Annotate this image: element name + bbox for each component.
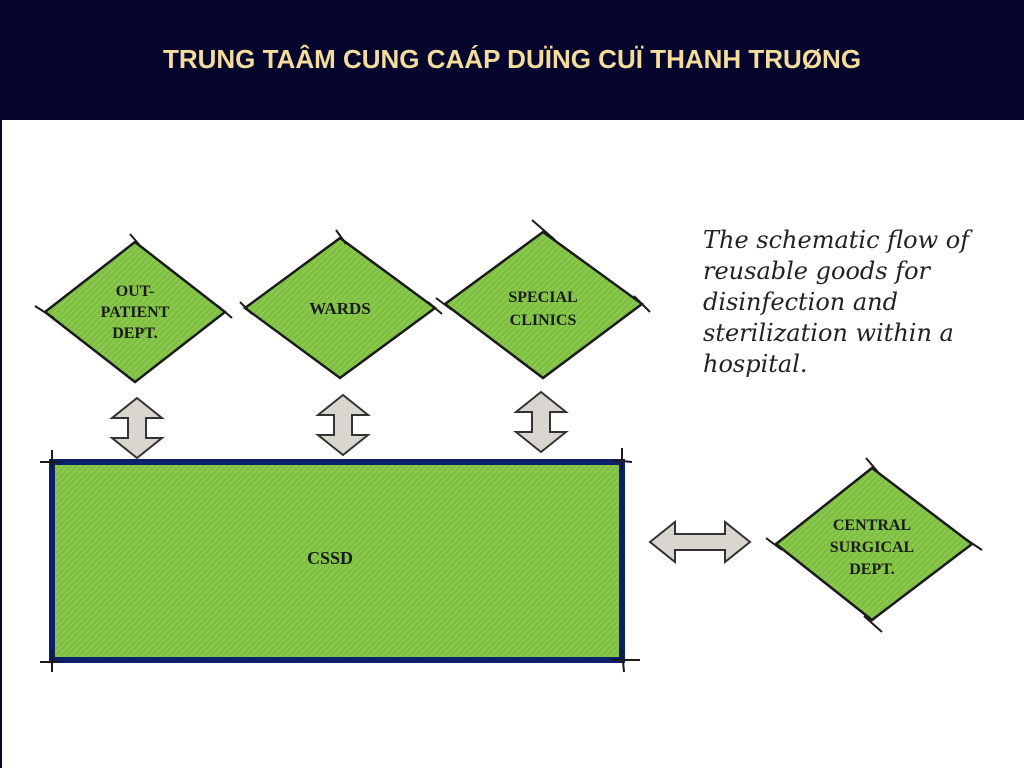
node-label-dept: DEPT. bbox=[849, 561, 894, 578]
double-headed-arrow-icon bbox=[648, 519, 752, 565]
node-special-clinics: SPECIAL CLINICS bbox=[435, 219, 651, 380]
caption-line: The schematic flow of bbox=[703, 226, 970, 254]
node-cssd: CSSD bbox=[40, 448, 640, 673]
node-label-outpatient-2: PATIENT bbox=[101, 304, 170, 321]
caption-line: sterilization within a bbox=[703, 319, 954, 347]
page-title: TRUNG TAÂM CUNG CAÁP DUÏNG CUÏ THANH TRU… bbox=[162, 44, 862, 74]
double-headed-arrow-icon bbox=[513, 390, 569, 454]
node-label-surgical: SURGICAL bbox=[830, 539, 914, 556]
caption-line: reusable goods for bbox=[703, 257, 931, 285]
flow-diagram: OUT- PATIENT DEPT. WARDS SPECIAL CLINICS bbox=[34, 219, 983, 673]
header-bar: TRUNG TAÂM CUNG CAÁP DUÏNG CUÏ THANH TRU… bbox=[0, 0, 1024, 120]
double-headed-arrow-icon bbox=[315, 393, 371, 457]
node-label-outpatient-1: OUT- bbox=[116, 283, 155, 300]
node-label-special: SPECIAL bbox=[508, 289, 577, 306]
caption-line: disinfection and bbox=[703, 288, 898, 316]
node-label-clinics: CLINICS bbox=[510, 312, 577, 329]
left-border bbox=[0, 120, 2, 768]
node-label-outpatient-3: DEPT. bbox=[112, 325, 157, 342]
node-central-surgical-dept: CENTRAL SURGICAL DEPT. bbox=[765, 457, 983, 633]
node-label-central: CENTRAL bbox=[833, 517, 911, 534]
double-headed-arrow-icon bbox=[109, 396, 165, 460]
node-label-cssd: CSSD bbox=[307, 548, 353, 568]
diagram-caption: The schematic flow of reusable goods for… bbox=[703, 225, 1013, 380]
node-wards: WARDS bbox=[239, 229, 443, 380]
node-outpatient-dept: OUT- PATIENT DEPT. bbox=[34, 233, 233, 384]
node-label-wards: WARDS bbox=[309, 299, 370, 318]
caption-line: hospital. bbox=[703, 350, 808, 378]
